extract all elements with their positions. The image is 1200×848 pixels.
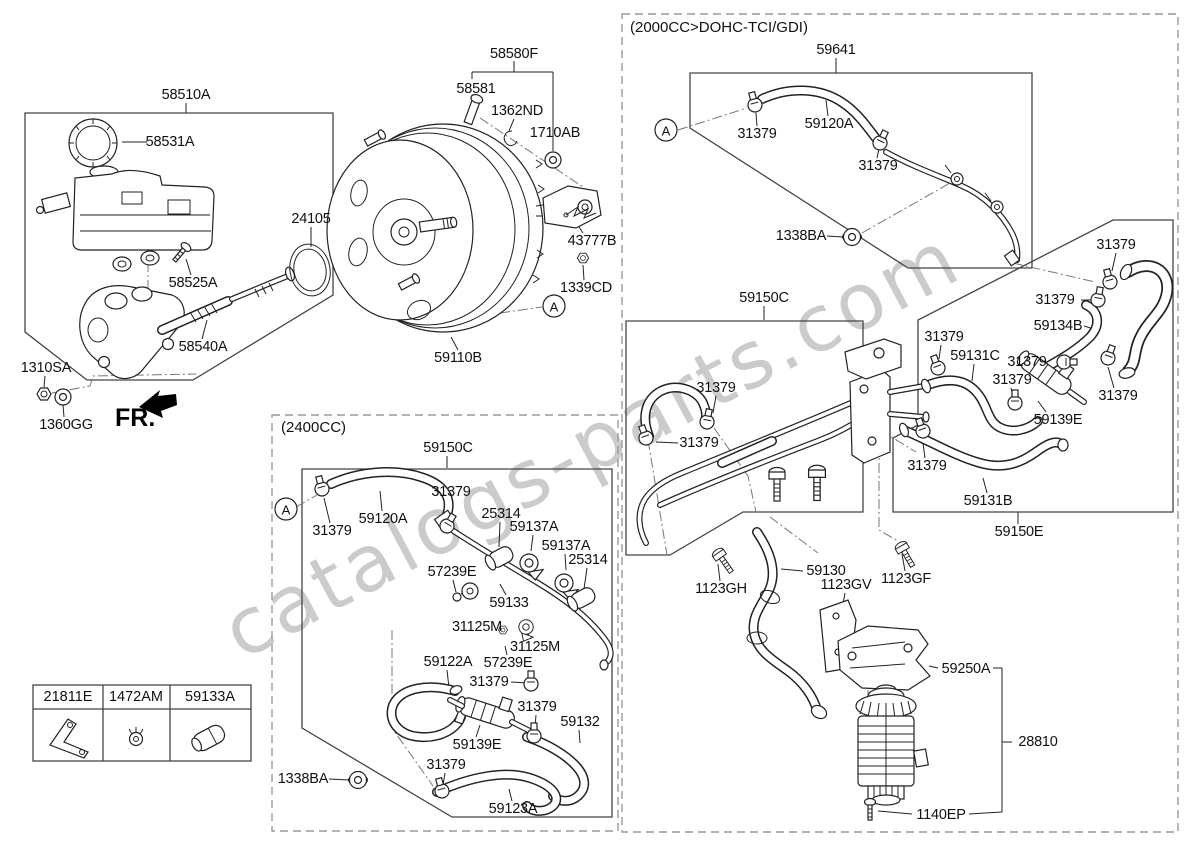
- part-label-1339cd: 1339CD: [560, 280, 612, 296]
- part-label-59120a: 59120A: [804, 116, 854, 132]
- part-label-58531a: 58531A: [145, 134, 195, 150]
- legend-table-parts: [49, 718, 226, 759]
- fr-direction-label: FR.: [115, 404, 156, 432]
- hose-assembly-59150e-drawing: [898, 260, 1174, 471]
- part-label-58510a: 58510A: [161, 87, 211, 103]
- part-label-31379: 31379: [1096, 237, 1136, 253]
- part-label-59150c: 59150C: [739, 290, 789, 306]
- part-label-59130: 59130: [806, 563, 846, 579]
- part-label-59137a: 59137A: [541, 538, 591, 554]
- part-label-58540a: 58540A: [178, 339, 228, 355]
- part-label-31379: 31379: [469, 674, 509, 690]
- part-label-59137a: 59137A: [509, 519, 559, 535]
- variant-caption-2000cc: (2000CC>DOHC-TCI/GDI): [630, 19, 808, 36]
- part-label-59132: 59132: [560, 714, 600, 730]
- part-label-59110b: 59110B: [434, 350, 482, 366]
- part-label-1123gh: 1123GH: [695, 581, 747, 597]
- part-label-59133: 59133: [489, 595, 529, 611]
- part-label-31379: 31379: [907, 458, 947, 474]
- part-label-31125m: 31125M: [509, 639, 561, 655]
- reference-circles: [274, 118, 678, 521]
- vacuum-pipe-assembly-drawing: [634, 338, 930, 720]
- reference-marker-a-booster: A: [549, 299, 559, 315]
- part-label-31379: 31379: [858, 158, 898, 174]
- part-label-59131c: 59131C: [950, 348, 1000, 364]
- part-label-59250a: 59250A: [941, 661, 991, 677]
- part-label-31379: 31379: [431, 484, 471, 500]
- group-boxes: [24, 13, 1179, 833]
- part-label-57239e: 57239E: [427, 564, 477, 580]
- variant-caption-2400cc: (2400CC): [281, 419, 347, 436]
- leader-lines: [43, 58, 1117, 815]
- part-label-1123gf: 1123GF: [880, 571, 932, 587]
- part-label-1338ba: 1338BA: [277, 771, 329, 787]
- vacuum-hose-2000cc-drawing: [744, 85, 1021, 267]
- part-label-58525a: 58525A: [168, 275, 218, 291]
- part-label-43777b: 43777B: [567, 233, 617, 249]
- part-label-59139e: 59139E: [452, 737, 502, 753]
- part-label-31379: 31379: [517, 699, 557, 715]
- part-label-31125m: 31125M: [451, 619, 503, 635]
- part-label-1710ab: 1710AB: [529, 125, 581, 141]
- part-label-59123a: 59123A: [488, 801, 538, 817]
- part-label-1123gv: 1123GV: [820, 577, 872, 593]
- part-label-1360gg: 1360GG: [39, 417, 93, 433]
- table-header-59133a: 59133A: [185, 689, 235, 705]
- part-label-25314: 25314: [568, 552, 608, 568]
- master-cylinder-drawing: [35, 118, 331, 418]
- part-label-31379: 31379: [312, 523, 352, 539]
- part-label-1362nd: 1362ND: [491, 103, 543, 119]
- part-label-59150e: 59150E: [994, 524, 1044, 540]
- part-label-1338ba: 1338BA: [775, 228, 827, 244]
- reference-marker-a-2000cc: A: [661, 123, 671, 139]
- part-label-59131b: 59131B: [963, 493, 1013, 509]
- fr-arrow-icon: [139, 390, 177, 418]
- part-label-58581: 58581: [456, 81, 496, 97]
- table-header-21811e: 21811E: [43, 689, 93, 705]
- part-label-1140ep: 1140EP: [916, 807, 966, 823]
- part-label-31379: 31379: [679, 435, 719, 451]
- part-label-59120a: 59120A: [358, 511, 408, 527]
- part-label-31379: 31379: [1007, 354, 1047, 370]
- part-label-31379: 31379: [696, 380, 736, 396]
- part-label-58580f: 58580F: [490, 46, 538, 62]
- brake-booster-drawing: [326, 93, 602, 333]
- hose-assembly-2400cc-drawing: [311, 467, 614, 816]
- part-label-28810: 28810: [1018, 734, 1058, 750]
- part-label-59139e: 59139E: [1033, 412, 1083, 428]
- part-label-31379: 31379: [1035, 292, 1075, 308]
- part-label-31379: 31379: [737, 126, 777, 142]
- part-label-1310sa: 1310SA: [20, 360, 72, 376]
- part-label-31379: 31379: [426, 757, 466, 773]
- part-label-59134b: 59134B: [1033, 318, 1083, 334]
- table-header-1472am: 1472AM: [108, 689, 164, 705]
- part-label-31379: 31379: [992, 372, 1032, 388]
- part-label-24105: 24105: [291, 211, 331, 227]
- part-label-25314: 25314: [481, 506, 521, 522]
- air-pump-and-bracket-drawing: [819, 599, 931, 821]
- part-label-59150c: 59150C: [423, 440, 473, 456]
- part-label-57239e: 57239E: [483, 655, 533, 671]
- reference-marker-a-2400cc: A: [281, 502, 291, 518]
- legend-table: [32, 684, 252, 762]
- part-label-59122a: 59122A: [423, 654, 473, 670]
- part-label-31379: 31379: [1098, 388, 1138, 404]
- part-label-31379: 31379: [924, 329, 964, 345]
- part-label-59641: 59641: [816, 42, 856, 58]
